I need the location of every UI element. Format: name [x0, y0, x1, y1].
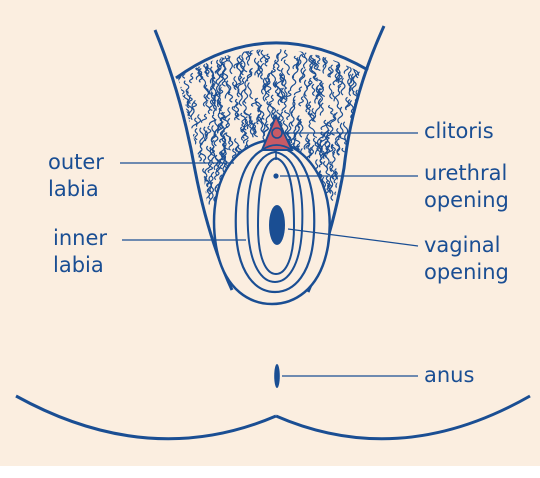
pubic-mound-outline — [175, 41, 369, 80]
label-urethral-line1: urethral — [424, 161, 508, 185]
label-inner-labia-line1: inner — [53, 226, 108, 250]
vaginal-leader — [287, 228, 419, 247]
label-urethral-line2: opening — [424, 188, 509, 212]
label-vaginal-line2: opening — [424, 260, 509, 284]
label-anus-text: anus — [424, 363, 475, 387]
label-anus: anus — [424, 362, 474, 389]
clitoris-glans — [271, 127, 283, 139]
label-clitoris-text: clitoris — [424, 119, 494, 143]
urethral-opening-dot — [273, 173, 279, 179]
right-buttock-outline — [275, 394, 531, 441]
label-outer-labia-line1: outer — [48, 150, 104, 174]
label-inner-labia: inner labia — [53, 225, 107, 279]
label-vaginal-opening: vaginal opening — [424, 232, 509, 286]
label-outer-labia-line2: labia — [48, 177, 99, 201]
label-urethral-opening: urethral opening — [424, 160, 509, 214]
label-outer-labia: outer labia — [48, 149, 104, 203]
inner-labia-outer-ring — [234, 144, 316, 294]
left-buttock-outline — [15, 394, 277, 441]
label-inner-labia-line2: labia — [53, 253, 104, 277]
anus-shape — [274, 364, 280, 388]
label-clitoris: clitoris — [424, 118, 494, 145]
vaginal-opening-shape — [269, 205, 285, 245]
inner-labia-inner-ring — [246, 150, 304, 284]
label-vaginal-line1: vaginal — [424, 233, 501, 257]
